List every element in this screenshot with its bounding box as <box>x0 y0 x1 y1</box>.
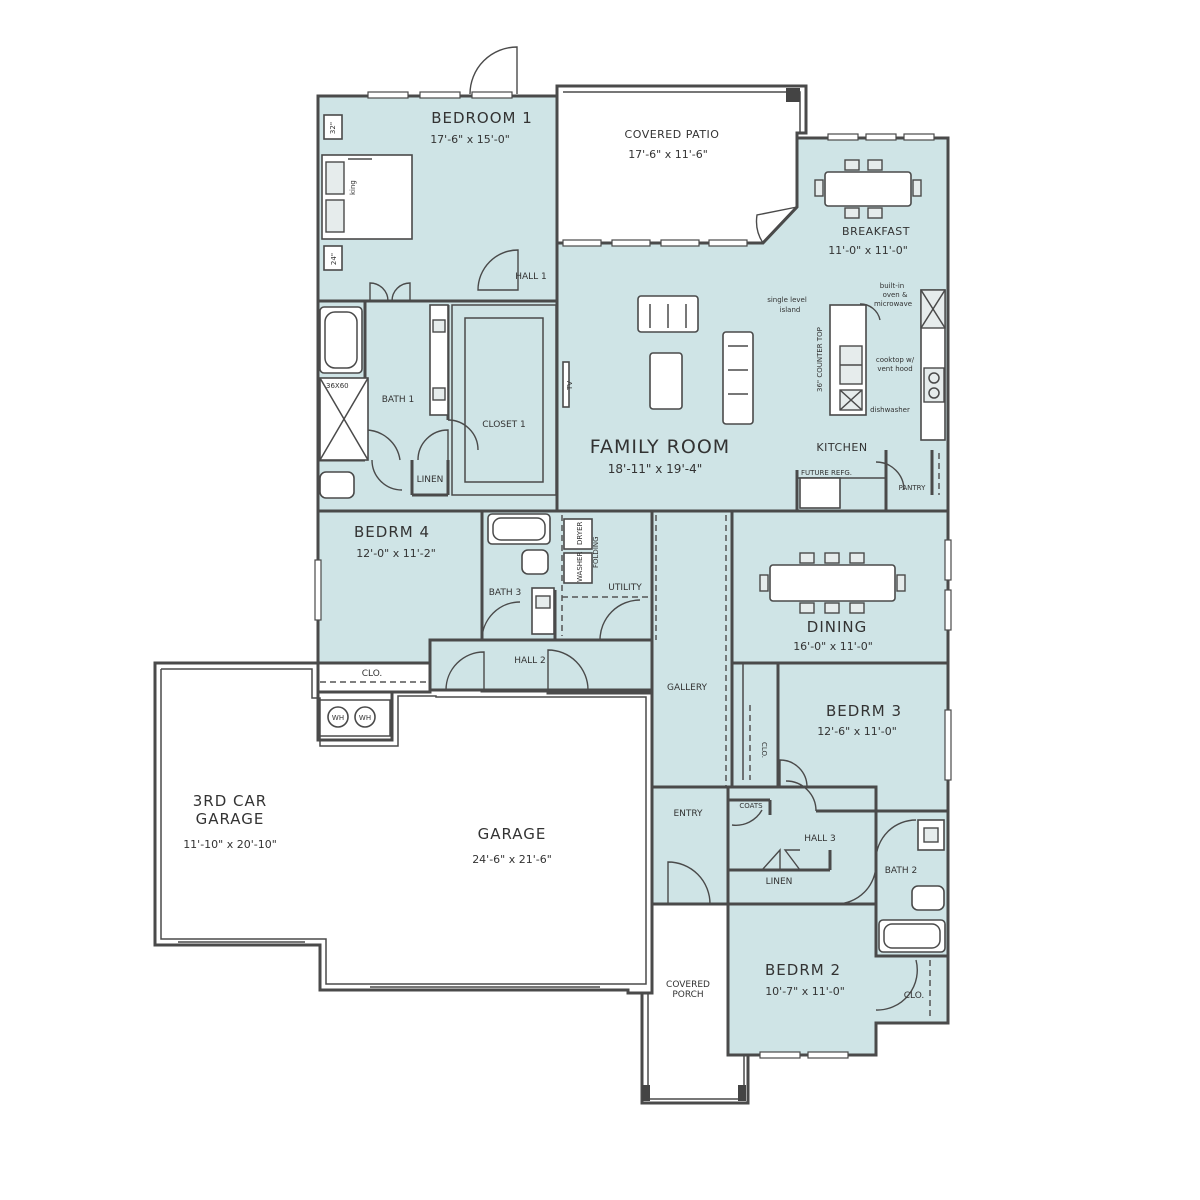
room-label: BATH 1 <box>382 395 414 405</box>
room-dimension: 17'-6" x 11'-6" <box>628 148 708 161</box>
vanity-icon <box>531 587 555 635</box>
annotation: oven & <box>883 291 908 299</box>
room-label: GARAGE <box>196 810 265 828</box>
room-label: BATH 2 <box>885 866 917 876</box>
room-label: GALLERY <box>667 683 708 693</box>
dining-table-icon <box>769 564 896 602</box>
annotation: built-in <box>880 282 904 290</box>
room-label: ENTRY <box>673 809 703 819</box>
water-heater-icon <box>327 706 349 728</box>
room-label: COVERED PATIO <box>625 128 720 141</box>
room-label: 3RD CAR <box>193 792 267 810</box>
toilet-icon <box>521 549 549 575</box>
doors <box>364 46 918 1011</box>
room-dimension: 12'-0" x 11'-2" <box>356 547 436 560</box>
room-label: BEDROOM 1 <box>431 109 533 127</box>
annotation: vent hood <box>877 365 912 373</box>
room-label: BEDRM 2 <box>765 961 841 979</box>
room-dimension: 24'-6" x 21'-6" <box>472 853 552 866</box>
room-dimension: 16'-0" x 11'-0" <box>793 640 873 653</box>
room-dimension: 11'-0" x 11'-0" <box>828 244 908 257</box>
washer-label: WASHER <box>576 552 584 582</box>
washer-icon <box>563 552 593 584</box>
room-label: CLOSET 1 <box>482 420 526 430</box>
future-refg-label: FUTURE REFG. <box>801 469 852 477</box>
room-label: KITCHEN <box>816 441 867 454</box>
windows <box>314 91 952 1059</box>
room-label: HALL 2 <box>514 656 546 666</box>
annotation: island <box>780 306 801 314</box>
garage-area: WH WH <box>153 661 654 995</box>
room-label: CLO. <box>904 991 925 1001</box>
room-bedrm-3-closet <box>730 661 780 789</box>
room-dimension: 11'-10" x 20'-10" <box>183 838 277 851</box>
water-heater-label: WH <box>332 714 344 722</box>
dryer-icon <box>563 518 593 550</box>
room-label: PANTRY <box>899 484 926 492</box>
room-label: COVERED <box>666 980 710 990</box>
nightstand-label: 24" <box>330 253 338 265</box>
furniture: king 32" 24" 36X60 TV <box>319 114 946 953</box>
bathtub-icon <box>487 513 551 545</box>
annotation: microwave <box>874 300 912 308</box>
room-label: BREAKFAST <box>842 225 910 238</box>
folding-label: FOLDING <box>592 536 600 568</box>
shower-label: 36X60 <box>326 382 349 390</box>
interior-walls <box>318 243 948 1020</box>
bathtub-icon <box>878 919 946 953</box>
bathtub-icon <box>319 306 363 374</box>
room-label: HALL 1 <box>515 272 547 282</box>
room-dimension: 10'-7" x 11'-0" <box>765 985 845 998</box>
annotation: single level <box>767 296 807 304</box>
tv-icon <box>562 361 570 408</box>
coffee-table-icon <box>649 352 683 410</box>
tv-label: TV <box>566 381 574 391</box>
labels: BEDROOM 1 17'-6" x 15'-0" COVERED PATIO … <box>183 109 926 1001</box>
room-label: CLO. <box>760 742 768 758</box>
sofa-icon <box>722 331 754 425</box>
room-label: LINEN <box>417 475 444 485</box>
water-heater-label: WH <box>359 714 371 722</box>
room-dimension: 12'-6" x 11'-0" <box>817 725 897 738</box>
room-entry <box>650 785 730 906</box>
room-label: LINEN <box>766 877 793 887</box>
room-label: CLO. <box>362 669 383 679</box>
room-label: UTILITY <box>608 583 642 593</box>
annotation: dishwasher <box>870 406 910 414</box>
annotation: cooktop w/ <box>876 356 915 364</box>
covered-porch <box>640 904 750 1105</box>
room-label: BATH 3 <box>489 588 521 598</box>
room-label: HALL 3 <box>804 834 836 844</box>
room-gallery <box>650 509 734 789</box>
dryer-label: DRYER <box>576 521 584 545</box>
king-label: king <box>349 180 357 195</box>
water-heater-icon <box>354 706 376 728</box>
room-label: DINING <box>807 618 867 636</box>
toilet-icon <box>319 471 355 499</box>
room-dimension: 17'-6" x 15'-0" <box>430 133 510 146</box>
nightstand-label: 32" <box>329 122 337 134</box>
room-label: PORCH <box>672 990 703 1000</box>
refrigerator-icon <box>799 477 841 509</box>
room-label: BEDRM 3 <box>826 702 902 720</box>
nightstand-icon <box>323 114 343 140</box>
room-label: GARAGE <box>478 825 547 843</box>
nightstand-icon <box>323 245 343 271</box>
counter-top-label: 36" COUNTER TOP <box>816 327 824 392</box>
covered-patio <box>555 84 808 245</box>
room-label: BEDRM 4 <box>354 523 430 541</box>
room-dimension: 18'-11" x 19'-4" <box>608 462 702 476</box>
dining-table-icon <box>824 171 912 207</box>
room-label: COATS <box>739 802 763 810</box>
room-label: FAMILY ROOM <box>590 436 730 458</box>
toilet-icon <box>911 885 945 911</box>
